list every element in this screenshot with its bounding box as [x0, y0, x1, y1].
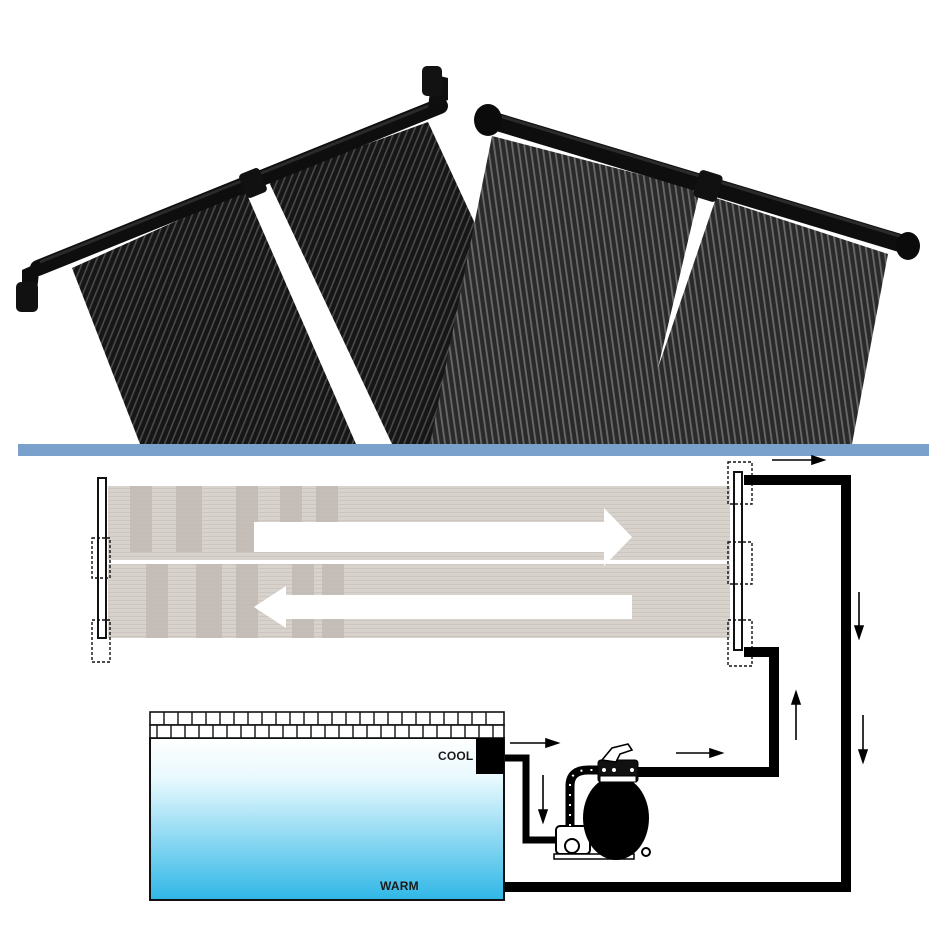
- skimmer: [476, 738, 504, 774]
- arrow-up-icon: [790, 689, 802, 740]
- pipe-supply: [624, 647, 779, 777]
- solar-panel-left-pair: [16, 66, 478, 444]
- pipe-return: [436, 475, 851, 892]
- solar-panel-2: [268, 122, 478, 444]
- solar-panel-1: [72, 190, 356, 444]
- pipes: [436, 475, 851, 892]
- arrow-down-icon: [853, 592, 865, 641]
- arrow-right-icon: [510, 737, 561, 749]
- right-header-rail: [727, 461, 753, 667]
- arrow-right-icon: [676, 747, 725, 759]
- section-divider: [18, 444, 929, 456]
- diagram-panels: [108, 486, 730, 638]
- pipe-pool-outlet: [498, 754, 562, 844]
- left-header-rail: [91, 477, 111, 663]
- flow-arrow-left-icon: [254, 586, 632, 628]
- flow-arrow-right-icon: [254, 508, 632, 566]
- direction-arrows: [510, 454, 869, 825]
- arrow-down-icon: [857, 715, 869, 765]
- cool-label: COOL: [438, 749, 474, 763]
- arrow-down-icon: [537, 775, 549, 825]
- pool-water: [149, 737, 505, 901]
- solar-panel-3: [430, 136, 700, 444]
- filter-tank: [583, 776, 649, 860]
- warm-label: WARM: [380, 879, 419, 893]
- solar-panel-right-pair: [430, 104, 920, 444]
- pool: [149, 711, 505, 901]
- solar-panel-4: [632, 198, 888, 444]
- pump-filter: [553, 743, 651, 860]
- arrow-right-icon: [772, 454, 827, 466]
